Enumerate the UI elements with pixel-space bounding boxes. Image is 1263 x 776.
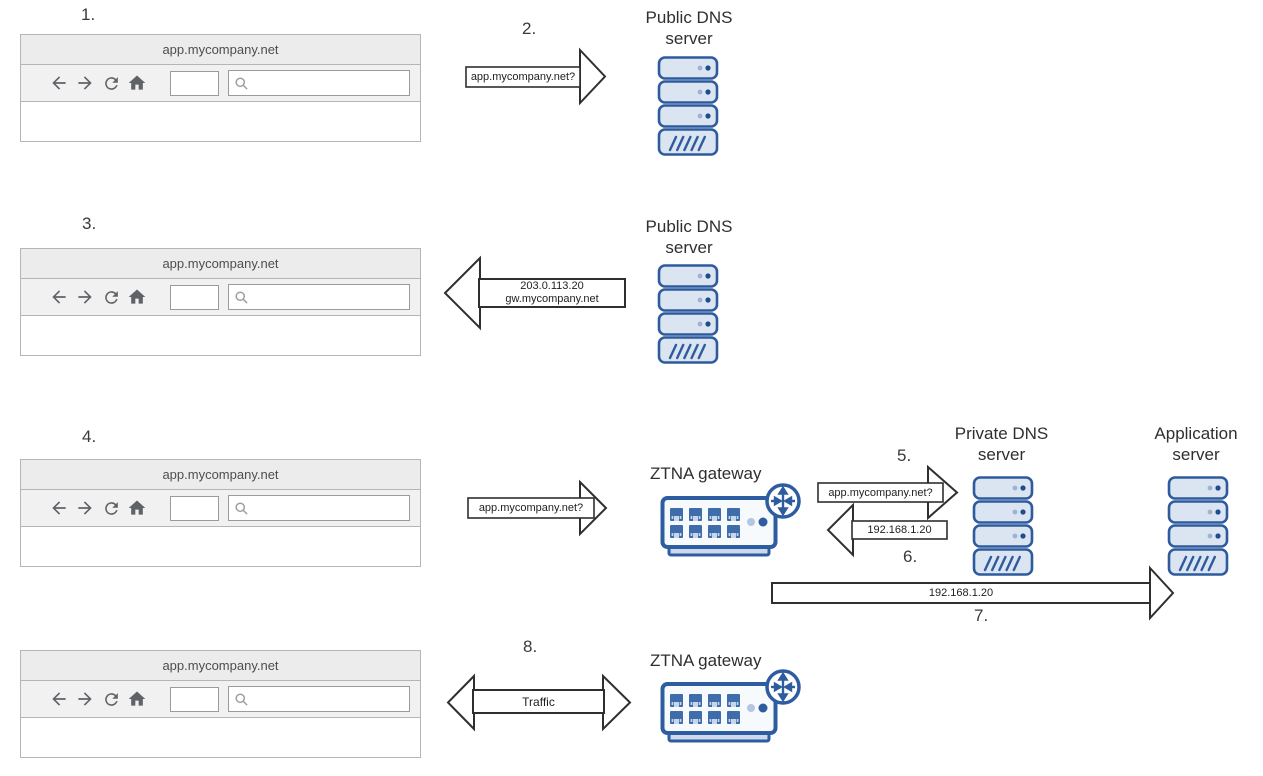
ztna-gateway-icon-2 — [660, 668, 810, 748]
search-input[interactable] — [228, 284, 410, 310]
dns-response-host: gw.mycompany.net — [505, 293, 599, 305]
browser-window-3: app.mycompany.net — [20, 459, 421, 567]
browser-toolbar — [21, 65, 420, 102]
public-dns-server-icon-2 — [657, 264, 719, 364]
address-input[interactable] — [170, 686, 219, 712]
dns-response-ip: 203.0.113.20 — [520, 280, 584, 292]
app-server-ip-label: 192.168.1.20 — [928, 587, 994, 599]
public-dns-label-2: Public DNS server — [645, 217, 733, 257]
reload-icon[interactable] — [98, 284, 124, 310]
public-dns-server-icon-1 — [657, 56, 719, 156]
browser-window-2: app.mycompany.net — [20, 248, 421, 356]
traffic-label: Traffic — [522, 694, 555, 709]
browser-content — [21, 527, 420, 566]
dns-response-label: 203.0.113.20 gw.mycompany.net — [479, 279, 625, 308]
search-icon — [235, 290, 248, 304]
step-3-label: 3. — [82, 214, 97, 233]
application-server-label: Application server — [1154, 424, 1238, 464]
back-icon[interactable] — [46, 686, 72, 712]
browser-toolbar — [21, 681, 420, 718]
browser-url: app.mycompany.net — [162, 467, 279, 482]
browser-url: app.mycompany.net — [162, 42, 279, 57]
home-icon[interactable] — [124, 686, 150, 712]
step-8-label: 8. — [523, 637, 538, 656]
forward-icon[interactable] — [72, 686, 98, 712]
reload-icon[interactable] — [98, 495, 124, 521]
search-icon — [235, 692, 248, 706]
private-dns-server-icon — [972, 476, 1034, 576]
ztna-gateway-icon-1 — [660, 482, 810, 562]
browser-content — [21, 718, 420, 757]
step-2-label: 2. — [522, 19, 537, 38]
address-input[interactable] — [170, 70, 219, 96]
address-input[interactable] — [170, 284, 219, 310]
reload-icon[interactable] — [98, 70, 124, 96]
forward-icon[interactable] — [72, 70, 98, 96]
step-1-label: 1. — [81, 5, 96, 24]
browser-toolbar — [21, 279, 420, 316]
reload-icon[interactable] — [98, 686, 124, 712]
ztna-gateway-label-2: ZTNA gateway — [650, 651, 762, 670]
step-6-label: 6. — [903, 547, 918, 566]
private-dns-label: Private DNS server — [954, 424, 1049, 464]
browser-window-1: app.mycompany.net — [20, 34, 421, 142]
back-icon[interactable] — [46, 495, 72, 521]
back-icon[interactable] — [46, 70, 72, 96]
browser-content — [21, 316, 420, 355]
ztna-gateway-label-1: ZTNA gateway — [650, 464, 762, 483]
browser-url: app.mycompany.net — [162, 256, 279, 271]
browser-toolbar — [21, 490, 420, 527]
search-input[interactable] — [228, 686, 410, 712]
back-icon[interactable] — [46, 284, 72, 310]
home-icon[interactable] — [124, 70, 150, 96]
application-server-icon — [1167, 476, 1229, 576]
search-input[interactable] — [228, 70, 410, 96]
step-5-label: 5. — [897, 446, 912, 465]
step-4-label: 4. — [82, 427, 97, 446]
private-dns-reply-label: 192.168.1.20 — [867, 524, 932, 536]
step-7-label: 7. — [974, 606, 989, 625]
browser-title-bar: app.mycompany.net — [21, 651, 420, 681]
public-dns-label-1: Public DNS server — [645, 8, 733, 48]
browser-title-bar: app.mycompany.net — [21, 249, 420, 279]
forward-icon[interactable] — [72, 495, 98, 521]
browser-content — [21, 102, 420, 141]
address-input[interactable] — [170, 495, 219, 521]
forward-icon[interactable] — [72, 284, 98, 310]
browser-url: app.mycompany.net — [162, 658, 279, 673]
dns-query-label: app.mycompany.net? — [470, 71, 576, 83]
browser-window-4: app.mycompany.net — [20, 650, 421, 758]
browser-title-bar: app.mycompany.net — [21, 460, 420, 490]
private-dns-query-label: app.mycompany.net? — [828, 486, 933, 499]
search-input[interactable] — [228, 495, 410, 521]
search-icon — [235, 76, 248, 90]
browser-title-bar: app.mycompany.net — [21, 35, 420, 65]
home-icon[interactable] — [124, 495, 150, 521]
search-icon — [235, 501, 248, 515]
gateway-query-label: app.mycompany.net? — [478, 502, 584, 514]
home-icon[interactable] — [124, 284, 150, 310]
